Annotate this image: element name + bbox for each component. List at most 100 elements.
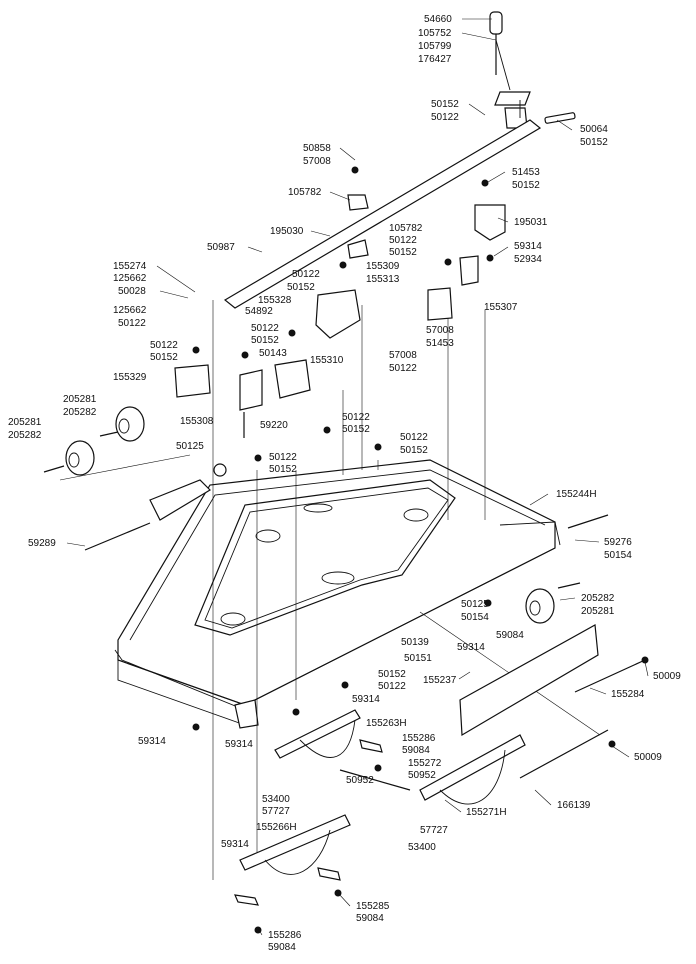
part-label: 50152 bbox=[342, 424, 370, 435]
part-label: 50152 bbox=[400, 445, 428, 456]
part-label: 53400 bbox=[408, 842, 436, 853]
part-label: 50143 bbox=[259, 348, 287, 359]
part-label: 205282 bbox=[8, 430, 42, 441]
part-label: 155237 bbox=[423, 675, 457, 686]
part-label: 50064 bbox=[580, 124, 608, 135]
part-label: 195031 bbox=[514, 217, 548, 228]
part-label: 105799 bbox=[418, 41, 452, 52]
part-label: 155328 bbox=[258, 295, 292, 306]
part-label: 155309 bbox=[366, 261, 400, 272]
part-label: 50152 bbox=[150, 352, 178, 363]
part-label: 155308 bbox=[180, 416, 214, 427]
part-label: 50952 bbox=[346, 775, 374, 786]
part-label: 50154 bbox=[461, 612, 489, 623]
part-label: 166139 bbox=[557, 800, 591, 811]
part-label: 155329 bbox=[113, 372, 147, 383]
part-label: 50122 bbox=[400, 432, 428, 443]
part-label: 50952 bbox=[408, 770, 436, 781]
part-label: 50028 bbox=[118, 286, 146, 297]
part-label: 50122 bbox=[269, 452, 297, 463]
part-label: 54660 bbox=[424, 14, 452, 25]
part-label: 176427 bbox=[418, 54, 452, 65]
part-label: 155286 bbox=[268, 930, 302, 941]
part-label: 50122 bbox=[389, 363, 417, 374]
part-label: 57008 bbox=[303, 156, 331, 167]
part-label: 59220 bbox=[260, 420, 288, 431]
part-label: 125662 bbox=[113, 273, 147, 284]
part-label: 57727 bbox=[420, 825, 448, 836]
part-label: 53400 bbox=[262, 794, 290, 805]
deck-frame bbox=[114, 459, 561, 729]
part-label: 125662 bbox=[113, 305, 147, 316]
part-label: 155272 bbox=[408, 758, 442, 769]
part-label: 105782 bbox=[288, 187, 322, 198]
part-label: 205281 bbox=[581, 606, 615, 617]
part-label: 50152 bbox=[512, 180, 540, 191]
lift-lever-assembly bbox=[223, 11, 576, 309]
part-label: 59276 bbox=[604, 537, 632, 548]
part-label: 50152 bbox=[251, 335, 279, 346]
part-label: 50122 bbox=[378, 681, 406, 692]
part-label: 155307 bbox=[484, 302, 518, 313]
part-label: 59084 bbox=[356, 913, 384, 924]
part-label: 54892 bbox=[245, 306, 273, 317]
part-label: 50858 bbox=[303, 143, 331, 154]
fasteners bbox=[192, 166, 649, 934]
part-label: 59314 bbox=[138, 736, 166, 747]
part-label: 205282 bbox=[581, 593, 615, 604]
rollers bbox=[43, 406, 609, 624]
part-label: 50122 bbox=[431, 112, 459, 123]
part-label: 59314 bbox=[352, 694, 380, 705]
part-label: 51453 bbox=[512, 167, 540, 178]
part-label: 155286 bbox=[402, 733, 436, 744]
part-label: 50122 bbox=[118, 318, 146, 329]
part-label: 50139 bbox=[401, 637, 429, 648]
part-label: 50152 bbox=[431, 99, 459, 110]
baffles bbox=[234, 624, 646, 906]
part-label: 52934 bbox=[514, 254, 542, 265]
part-label: 50122 bbox=[342, 412, 370, 423]
part-label: 59314 bbox=[457, 642, 485, 653]
part-label: 59314 bbox=[221, 839, 249, 850]
part-label: 50152 bbox=[389, 247, 417, 258]
part-label: 50009 bbox=[634, 752, 662, 763]
label-leaders bbox=[66, 18, 649, 936]
part-label: 155313 bbox=[366, 274, 400, 285]
part-label: 59314 bbox=[225, 739, 253, 750]
part-label: 59084 bbox=[268, 942, 296, 953]
part-label: 59084 bbox=[496, 630, 524, 641]
part-label: 50122 bbox=[251, 323, 279, 334]
part-label: 50009 bbox=[653, 671, 681, 682]
part-label: 57727 bbox=[262, 806, 290, 817]
part-label: 105782 bbox=[389, 223, 423, 234]
part-label: 50125 bbox=[461, 599, 489, 610]
part-label: 155266H bbox=[256, 822, 297, 833]
part-label: 155263H bbox=[366, 718, 407, 729]
part-label: 155284 bbox=[611, 689, 645, 700]
brackets bbox=[174, 194, 506, 477]
part-label: 50987 bbox=[207, 242, 235, 253]
part-label: 50122 bbox=[389, 235, 417, 246]
part-label: 195030 bbox=[270, 226, 304, 237]
part-label: 50122 bbox=[292, 269, 320, 280]
part-label: 205281 bbox=[8, 417, 42, 428]
part-label: 57008 bbox=[389, 350, 417, 361]
part-label: 51453 bbox=[426, 338, 454, 349]
part-label: 50122 bbox=[150, 340, 178, 351]
part-label: 59084 bbox=[402, 745, 430, 756]
part-label: 50152 bbox=[378, 669, 406, 680]
part-label: 155274 bbox=[113, 261, 147, 272]
part-label: 155310 bbox=[310, 355, 344, 366]
part-label: 50152 bbox=[580, 137, 608, 148]
part-label: 50154 bbox=[604, 550, 632, 561]
part-label: 105752 bbox=[418, 28, 452, 39]
part-label: 57008 bbox=[426, 325, 454, 336]
part-labels: 54660 105752 105799 176427 50152 50122 5… bbox=[8, 14, 681, 953]
part-label: 205282 bbox=[63, 407, 97, 418]
part-label: 50152 bbox=[287, 282, 315, 293]
part-label: 50151 bbox=[404, 653, 432, 664]
part-label: 59289 bbox=[28, 538, 56, 549]
part-label: 155285 bbox=[356, 901, 390, 912]
part-label: 155271H bbox=[466, 807, 507, 818]
